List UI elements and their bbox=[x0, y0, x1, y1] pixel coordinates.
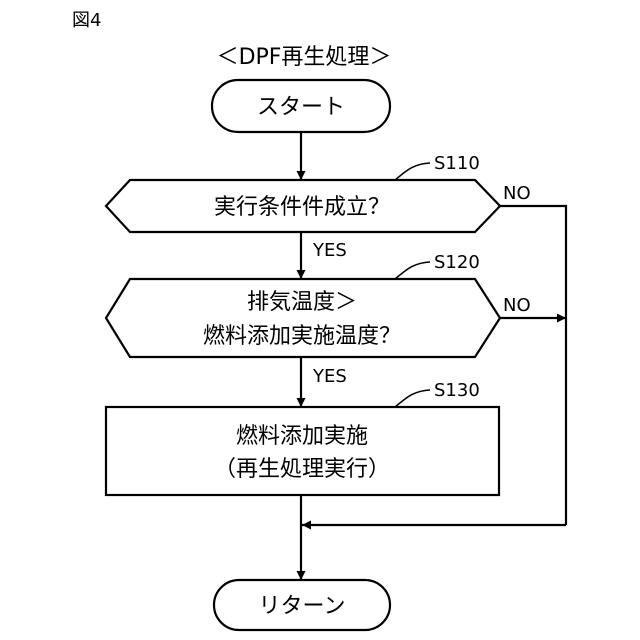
step-label-s130: S130 bbox=[434, 380, 480, 401]
end-label: リターン bbox=[259, 594, 346, 619]
process-s130-line2: （再生処理実行） bbox=[214, 457, 390, 482]
decision-s120-line2: 燃料添加実施温度？ bbox=[203, 324, 401, 349]
figure-label: 図4 bbox=[72, 10, 101, 31]
step-leader-s130 bbox=[395, 390, 430, 407]
step-label-s120: S120 bbox=[434, 252, 480, 273]
s120-yes-label: YES bbox=[312, 366, 347, 387]
step-leader-s120 bbox=[395, 262, 430, 279]
s110-no-label: NO bbox=[503, 183, 531, 204]
process-s130-line1: 燃料添加実施 bbox=[236, 424, 368, 449]
decision-s110-label: 実行条件件成立？ bbox=[214, 195, 390, 220]
decision-s120-line1: 排気温度＞ bbox=[247, 290, 357, 315]
step-label-s110: S110 bbox=[434, 153, 480, 174]
start-label: スタート bbox=[257, 95, 345, 120]
connector-s110-no bbox=[500, 206, 566, 525]
step-leader-s110 bbox=[395, 163, 430, 180]
s120-no-label: NO bbox=[503, 295, 531, 316]
s110-yes-label: YES bbox=[312, 240, 347, 261]
flowchart-title: ＜DPF再生処理＞ bbox=[217, 45, 392, 70]
